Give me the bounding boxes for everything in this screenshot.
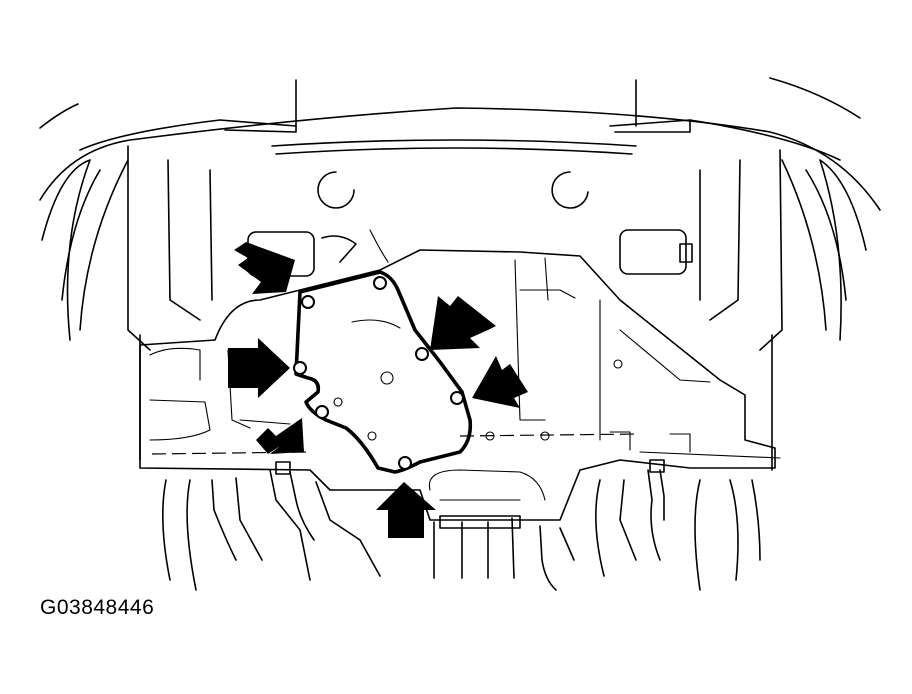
arrow-right [472, 356, 528, 408]
bolt-group [293, 276, 464, 470]
cover-outline [294, 270, 473, 474]
bolt-1 [301, 295, 315, 309]
bolt-4 [415, 347, 429, 361]
bolt-6 [450, 391, 464, 405]
arrow-lower-left [256, 418, 304, 454]
left-fender-lines [41, 145, 213, 461]
bolt-2 [373, 276, 387, 290]
arrow-upper-right [430, 296, 496, 350]
arrow-bottom [376, 482, 436, 538]
figure-code: G03848446 [40, 596, 155, 619]
panel-openings [247, 171, 693, 441]
arrow-upper-left [234, 242, 295, 294]
front-bumper-outline [39, 77, 881, 211]
right-fender-lines [699, 149, 867, 471]
arrow-left [228, 338, 290, 398]
bolt-7 [398, 456, 412, 470]
pointer-arrows [228, 242, 528, 538]
lower-components [162, 459, 761, 591]
bolt-5 [315, 405, 329, 419]
bolt-3 [293, 361, 307, 375]
